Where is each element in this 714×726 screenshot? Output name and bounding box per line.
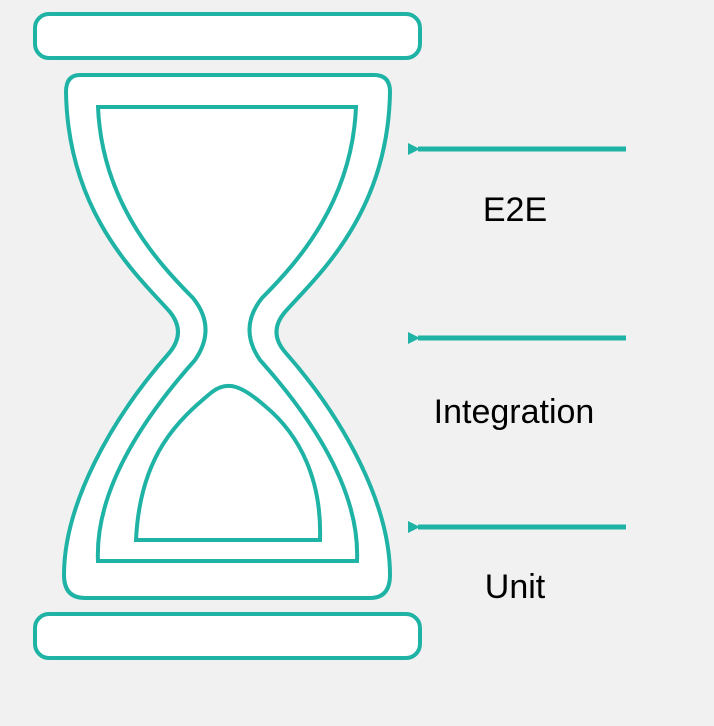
label-unit: Unit (485, 568, 546, 606)
label-e2e: E2E (483, 191, 547, 229)
label-integration: Integration (434, 393, 595, 431)
hourglass-top-cap (33, 12, 422, 60)
hourglass-icon (33, 12, 422, 660)
hourglass-sand (133, 383, 323, 542)
hourglass-bottom-cap (33, 612, 422, 660)
